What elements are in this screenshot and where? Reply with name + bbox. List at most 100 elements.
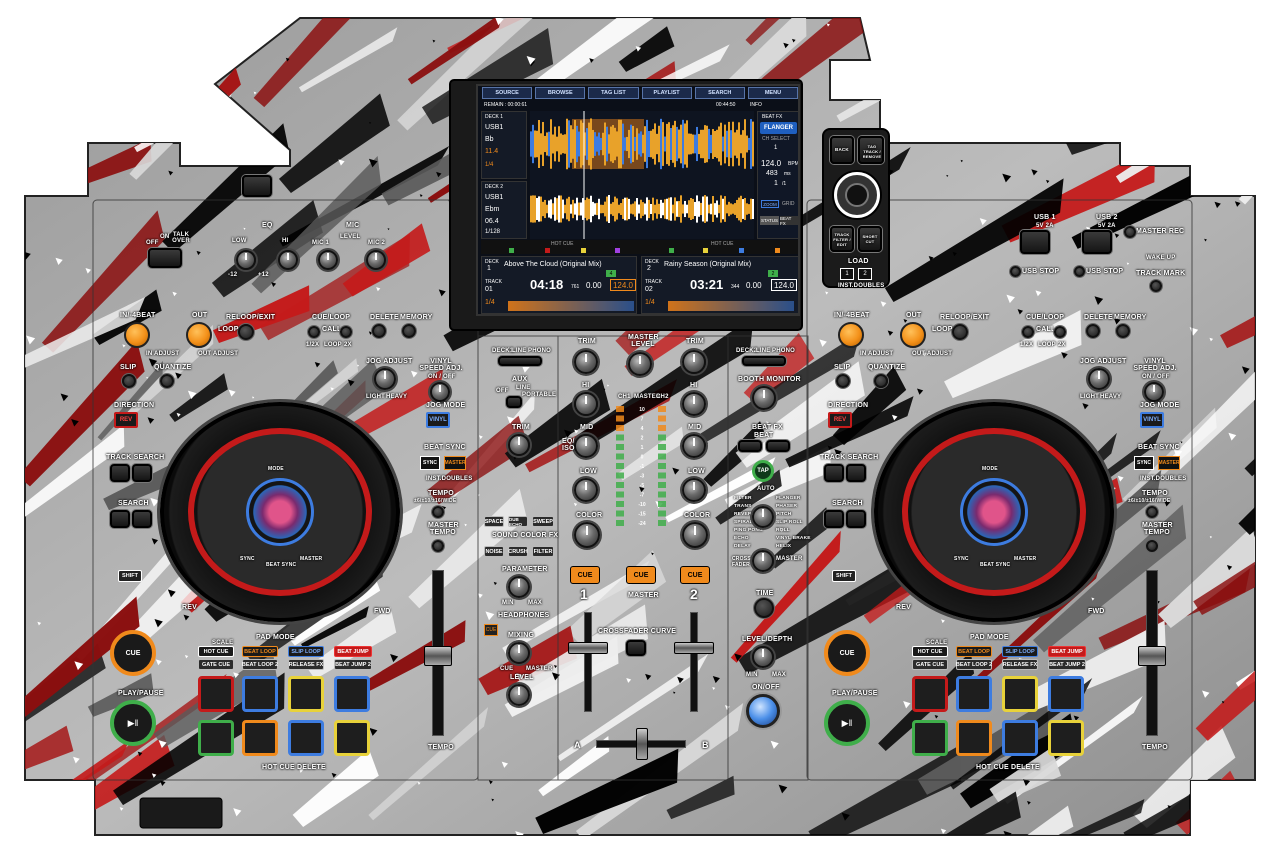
direction-rev-button[interactable]: REV bbox=[828, 412, 852, 428]
ch1-low-knob[interactable] bbox=[574, 478, 598, 502]
sound-fx-filter[interactable]: FILTER bbox=[532, 546, 554, 557]
ch2-fader[interactable] bbox=[674, 642, 714, 654]
tap-button[interactable]: TAP bbox=[752, 460, 774, 482]
load-1-button[interactable]: 1 bbox=[840, 268, 854, 280]
track1-overview-waveform[interactable] bbox=[508, 301, 634, 311]
performance-pad-1[interactable] bbox=[912, 676, 948, 712]
track-mark-button[interactable] bbox=[1150, 280, 1162, 292]
beat-fx-channel-knob[interactable] bbox=[752, 550, 774, 572]
usb2-port[interactable] bbox=[1082, 230, 1112, 254]
quantize-button[interactable] bbox=[874, 374, 888, 388]
pad-mode-beat-loop-2[interactable]: BEAT LOOP 2 bbox=[956, 659, 992, 670]
call-right-button[interactable] bbox=[1054, 326, 1066, 338]
reloop-exit-button[interactable] bbox=[238, 324, 254, 340]
mic-eq-low-knob[interactable] bbox=[236, 250, 256, 270]
pad-mode-gate-cue[interactable]: GATE CUE bbox=[198, 659, 234, 670]
sound-fx-dub-echo[interactable]: DUB ECHO bbox=[508, 516, 528, 527]
beat-fx-select-knob[interactable] bbox=[752, 506, 774, 528]
performance-pad-2[interactable] bbox=[956, 676, 992, 712]
pad-mode-beat-jump-2[interactable]: BEAT JUMP 2 bbox=[334, 659, 372, 670]
performance-pad-5[interactable] bbox=[198, 720, 234, 756]
ch2-mid-knob[interactable] bbox=[682, 434, 706, 458]
booth-monitor-knob[interactable] bbox=[752, 386, 776, 410]
tempo-range-button[interactable] bbox=[1146, 506, 1158, 518]
tempo-fader[interactable] bbox=[1138, 646, 1166, 666]
track-search-next-button[interactable] bbox=[132, 464, 152, 482]
pad-mode-release-fx[interactable]: RELEASE FX bbox=[1002, 659, 1038, 670]
quantize-button[interactable] bbox=[160, 374, 174, 388]
usb2-stop-button[interactable] bbox=[1074, 266, 1085, 277]
beatfx-effect-button[interactable]: FLANGER bbox=[760, 122, 797, 134]
direction-rev-button[interactable]: REV bbox=[114, 412, 138, 428]
ch2-low-knob[interactable] bbox=[682, 478, 706, 502]
load-2-button[interactable]: 2 bbox=[858, 268, 872, 280]
reloop-exit-button[interactable] bbox=[952, 324, 968, 340]
aux-trim-knob[interactable] bbox=[508, 434, 530, 456]
performance-pad-4[interactable] bbox=[334, 676, 370, 712]
beat-fx-on-off-button[interactable] bbox=[746, 694, 780, 728]
track-search-next-button[interactable] bbox=[846, 464, 866, 482]
delete-button[interactable] bbox=[1086, 324, 1100, 338]
performance-pad-3[interactable] bbox=[288, 676, 324, 712]
in-beat-button[interactable] bbox=[838, 322, 864, 348]
tab-source[interactable]: SOURCE bbox=[482, 87, 533, 99]
ch1-mid-knob[interactable] bbox=[574, 434, 598, 458]
call-left-button[interactable] bbox=[308, 326, 320, 338]
level-depth-knob[interactable] bbox=[752, 646, 774, 668]
jog-adjust-knob[interactable] bbox=[1088, 368, 1110, 390]
shift-button[interactable]: SHIFT bbox=[118, 570, 142, 582]
rotary-selector[interactable] bbox=[834, 172, 880, 218]
master-tempo-button[interactable] bbox=[1146, 540, 1158, 552]
play-pause-button[interactable]: ▶‖ bbox=[110, 700, 156, 746]
pad-mode-beat-jump[interactable]: BEAT JUMP bbox=[1048, 646, 1086, 657]
short-cut-button[interactable] bbox=[858, 226, 882, 252]
beat-left-button[interactable] bbox=[738, 440, 762, 452]
track-search-prev-button[interactable] bbox=[824, 464, 844, 482]
mic2-level-knob[interactable] bbox=[366, 250, 386, 270]
tag-track-button[interactable] bbox=[858, 136, 884, 164]
grid-button[interactable]: GRID bbox=[782, 201, 795, 207]
info-button[interactable]: INFO bbox=[750, 102, 762, 108]
pad-mode-beat-loop[interactable]: BEAT LOOP bbox=[956, 646, 992, 657]
performance-pad-8[interactable] bbox=[1048, 720, 1084, 756]
time-knob[interactable] bbox=[754, 598, 774, 618]
master-cue-button[interactable]: CUE bbox=[626, 566, 656, 584]
master-rec-button[interactable] bbox=[1124, 226, 1136, 238]
out-button[interactable] bbox=[186, 322, 212, 348]
ch1-trim-knob[interactable] bbox=[574, 350, 598, 374]
pad-mode-slip-loop[interactable]: SLIP LOOP bbox=[1002, 646, 1038, 657]
status-button[interactable]: STATUS bbox=[760, 216, 779, 225]
ch1-fader[interactable] bbox=[568, 642, 608, 654]
master-button[interactable]: MASTER bbox=[444, 456, 466, 470]
tab-browse[interactable]: BROWSE bbox=[535, 87, 586, 99]
headphones-cue-button[interactable]: CUE bbox=[484, 624, 498, 636]
mic-on-button[interactable] bbox=[242, 175, 272, 197]
mic1-level-knob[interactable] bbox=[318, 250, 338, 270]
tempo-fader[interactable] bbox=[424, 646, 452, 666]
beatfx-screen-button[interactable]: BEAT FX bbox=[780, 216, 798, 226]
ch2-source-switch[interactable] bbox=[742, 356, 786, 366]
tempo-range-button[interactable] bbox=[432, 506, 444, 518]
performance-pad-1[interactable] bbox=[198, 676, 234, 712]
search-fwd-button[interactable] bbox=[846, 510, 866, 528]
pad-mode-gate-cue[interactable]: GATE CUE bbox=[912, 659, 948, 670]
search-rev-button[interactable] bbox=[824, 510, 844, 528]
track-filter-button[interactable] bbox=[830, 226, 854, 252]
pad-mode-hot-cue[interactable]: HOT CUE bbox=[912, 646, 948, 657]
usb1-port[interactable] bbox=[1020, 230, 1050, 254]
performance-pad-6[interactable] bbox=[242, 720, 278, 756]
mic-switch[interactable] bbox=[148, 248, 182, 268]
sound-fx-sweep[interactable]: SWEEP bbox=[532, 516, 554, 527]
pad-mode-beat-loop[interactable]: BEAT LOOP bbox=[242, 646, 278, 657]
jog-mode-vinyl-button[interactable]: VINYL bbox=[426, 412, 450, 428]
tab-menu[interactable]: MENU bbox=[747, 87, 798, 99]
ch1-cue-button[interactable]: CUE bbox=[570, 566, 600, 584]
headphones-level-knob[interactable] bbox=[508, 684, 530, 706]
ch1-color-knob[interactable] bbox=[574, 522, 600, 548]
pad-mode-beat-jump[interactable]: BEAT JUMP bbox=[334, 646, 372, 657]
sound-fx-crush[interactable]: CRUSH bbox=[508, 546, 528, 557]
track-search-prev-button[interactable] bbox=[110, 464, 130, 482]
performance-pad-6[interactable] bbox=[956, 720, 992, 756]
cue-button[interactable]: CUE bbox=[824, 630, 870, 676]
memory-button[interactable] bbox=[402, 324, 416, 338]
